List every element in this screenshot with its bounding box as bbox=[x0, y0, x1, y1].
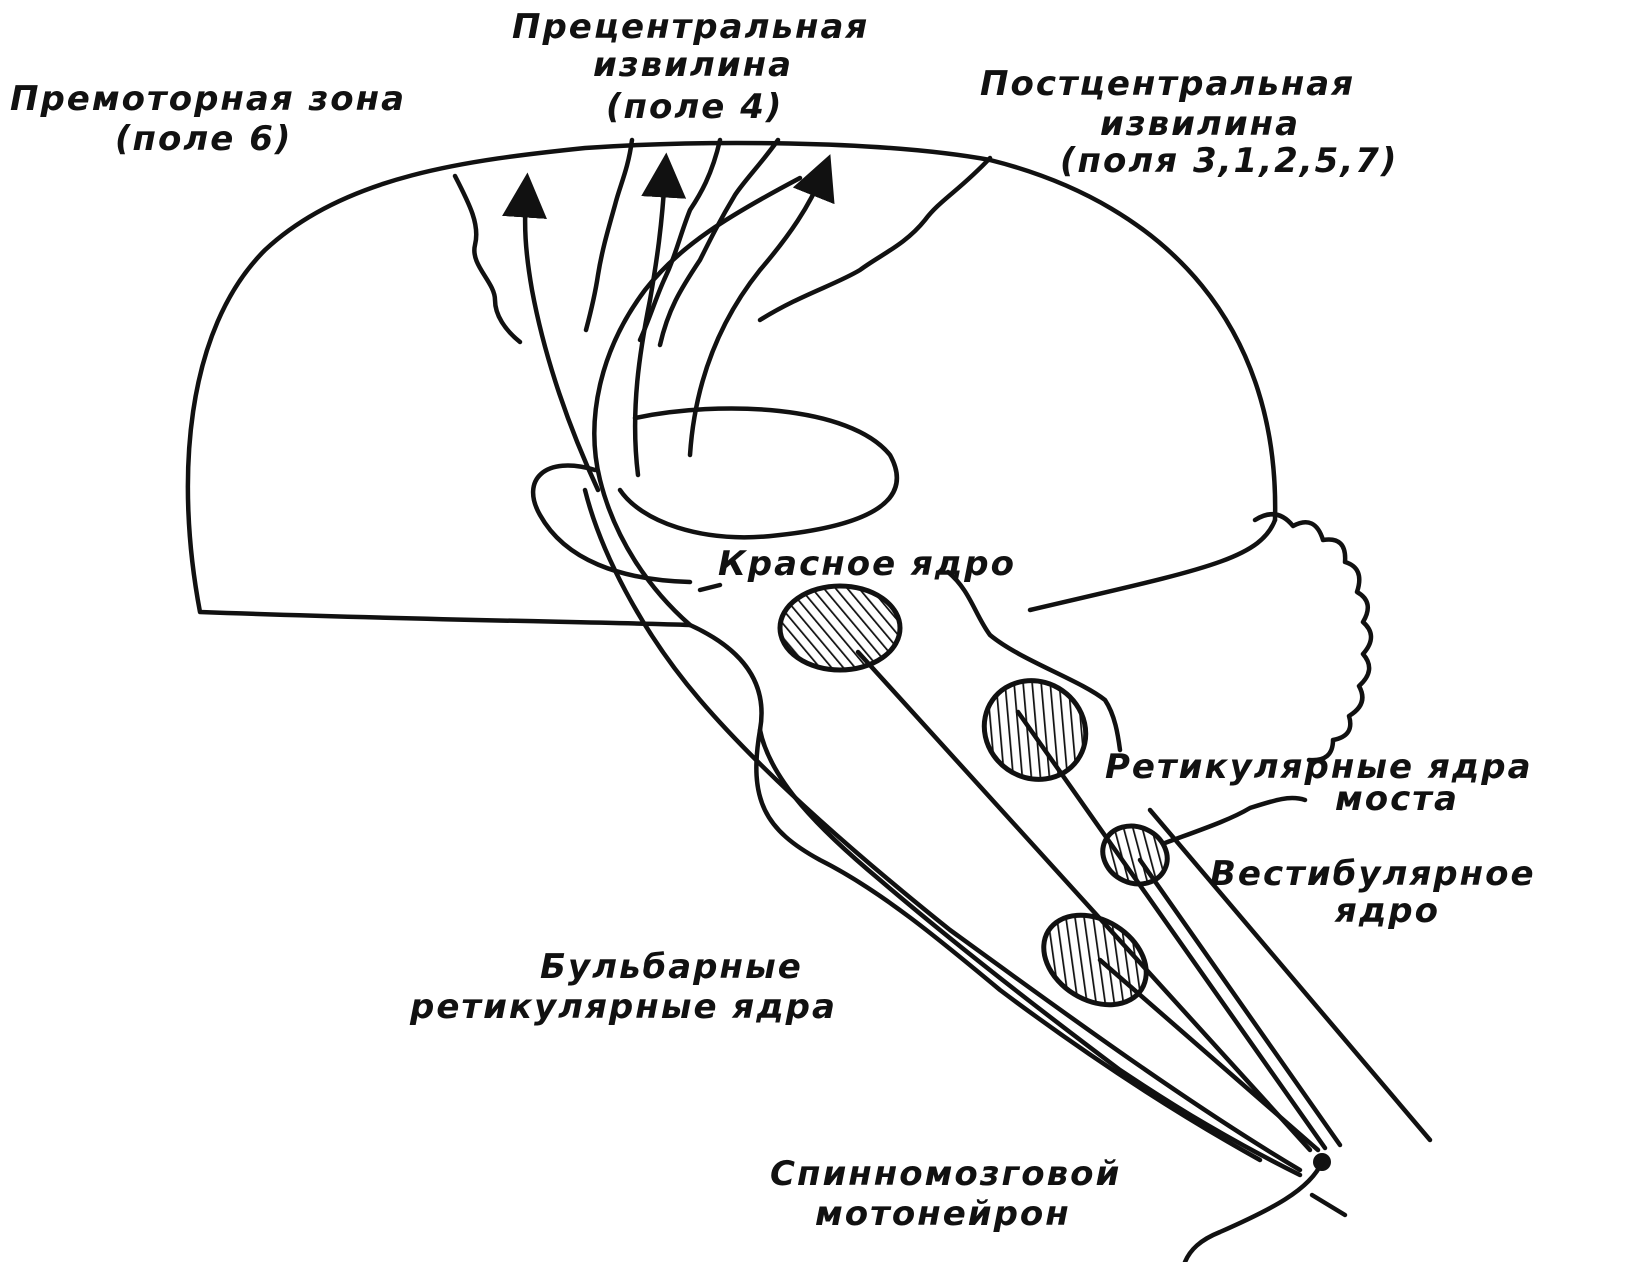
brainstem-anterior-outline bbox=[690, 625, 1260, 1160]
hemisphere-posterior-curve bbox=[1030, 520, 1275, 610]
vestibular-region-contour bbox=[1165, 798, 1305, 843]
premotor-label-line1: Премоторная зона bbox=[10, 79, 406, 119]
red-nucleus-leader bbox=[700, 585, 720, 590]
postcentral-label-line2: извилина bbox=[1100, 104, 1300, 144]
precentral-arrow bbox=[635, 175, 665, 475]
motoneuron-tick bbox=[1312, 1195, 1345, 1215]
bulbar-label-line2: ретикулярные ядра bbox=[409, 987, 837, 1027]
red-nucleus-shape bbox=[780, 586, 900, 670]
premotor-arrow bbox=[525, 195, 598, 490]
spinal-label-line2: мотонейрон bbox=[815, 1194, 1071, 1234]
brainstem-inner-outline bbox=[760, 730, 1300, 1175]
precentral-label-line3: (поле 4) bbox=[606, 87, 783, 127]
postcentral-label-line3: (поля 3,1,2,5,7) bbox=[1060, 141, 1398, 181]
pons-reticular-label-line1: Ретикулярные ядра bbox=[1105, 747, 1533, 787]
precentral-label-line1: Прецентральная bbox=[512, 7, 869, 47]
pons-reticular-label-line2: моста bbox=[1335, 779, 1459, 819]
postcentral-label-line1: Постцентральная bbox=[980, 64, 1355, 104]
spinal-label-line1: Спинномозговой bbox=[770, 1154, 1121, 1194]
bulbar-label-line1: Бульбарные bbox=[540, 947, 803, 987]
medullary-reticulospinal-tract bbox=[1100, 960, 1318, 1150]
premotor-label-line2: (поле 6) bbox=[115, 119, 292, 159]
corticospinal-tract-2 bbox=[585, 490, 1300, 1170]
pons-reticular-nuclei-shape bbox=[965, 661, 1105, 799]
vestibular-label-line2: ядро bbox=[1334, 891, 1440, 931]
red-nucleus-label: Красное ядро bbox=[718, 544, 1016, 584]
precentral-label-line2: извилина bbox=[593, 45, 793, 85]
vestibular-label-line1: Вестибулярное bbox=[1210, 854, 1536, 894]
motoneuron-axon bbox=[1185, 1162, 1322, 1262]
diencephalon-curve bbox=[620, 408, 897, 537]
premotor-sulcus bbox=[455, 176, 520, 342]
cerebellum-contour bbox=[1255, 514, 1371, 760]
precentral-gyrus-line-1 bbox=[586, 140, 632, 330]
